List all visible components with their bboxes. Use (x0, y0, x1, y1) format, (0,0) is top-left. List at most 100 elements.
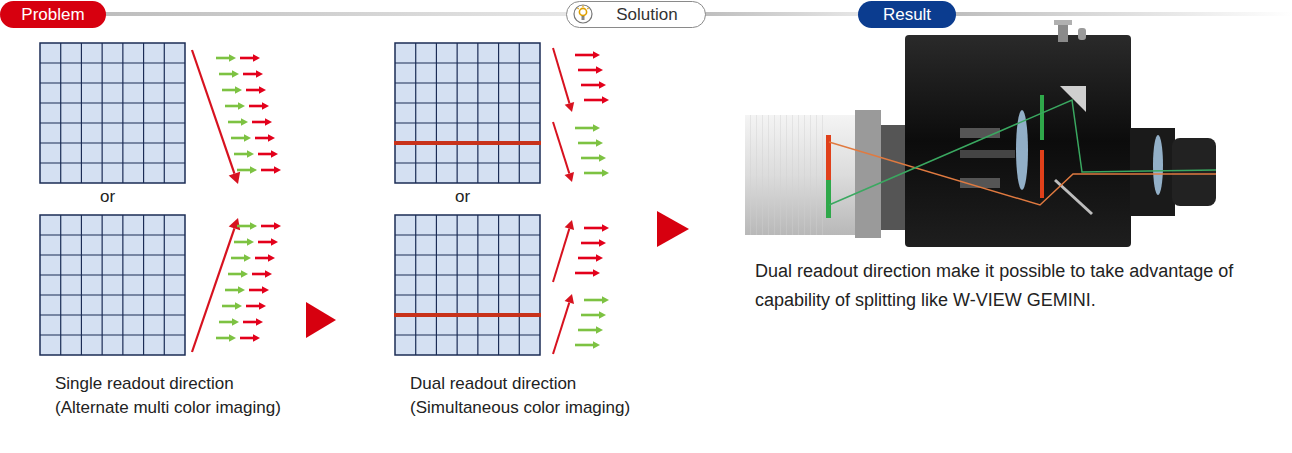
readout-arrow (584, 296, 609, 304)
readout-arrow (578, 139, 603, 147)
grid-line (143, 43, 144, 183)
header-band (950, 12, 1292, 16)
grid-line (395, 122, 540, 123)
grid-line (395, 162, 540, 163)
or-text: or (100, 187, 115, 207)
header-text: Result (883, 5, 931, 25)
header-band (100, 12, 570, 16)
housing-port (1130, 128, 1175, 216)
readout-arrow (246, 86, 266, 94)
header-text: Problem (21, 5, 84, 25)
readout-arrow (192, 50, 240, 184)
readout-arrow (578, 66, 603, 74)
grid-line (40, 142, 185, 143)
grid-background (40, 43, 185, 183)
readout-arrow (581, 154, 606, 162)
readout-arrow (584, 224, 609, 232)
grid-line (102, 43, 103, 183)
readout-arrow (237, 166, 257, 174)
readout-arrow (255, 134, 275, 142)
camera-front (855, 110, 881, 238)
sensor-grid (40, 215, 185, 355)
sensor-grid (394, 43, 541, 183)
grid-line (40, 254, 185, 255)
readout-arrow (219, 318, 239, 326)
grid-line (519, 215, 520, 355)
grid-line (40, 162, 185, 163)
grid-line (164, 215, 165, 355)
readout-arrow (228, 270, 248, 278)
grid-line (40, 294, 185, 295)
readout-arrow (584, 169, 609, 177)
readout-arrow (231, 254, 251, 262)
readout-arrow (581, 239, 606, 247)
grid-line (498, 215, 499, 355)
readout-arrow (553, 220, 574, 282)
grid-line (436, 43, 437, 183)
camera-fins (745, 115, 825, 235)
grid-line (81, 215, 82, 355)
camera-body (745, 115, 857, 235)
grid-line (395, 234, 540, 235)
readout-arrow (216, 54, 236, 62)
readout-arrow (252, 118, 272, 126)
grid-line (40, 82, 185, 83)
result-text: Dual readout direction make it possible … (755, 257, 1265, 315)
grid-line (457, 215, 458, 355)
grid-line (395, 254, 540, 255)
sensor-green-half (826, 180, 831, 218)
readout-arrow (553, 48, 574, 112)
splitter-housing (905, 35, 1131, 247)
grid-line (40, 102, 185, 103)
grid-line (40, 274, 185, 275)
caption-text: Dual readout direction (Simultaneous col… (410, 372, 665, 420)
split-line (394, 313, 541, 317)
flow-pointer (657, 211, 689, 247)
readout-arrow (219, 70, 239, 78)
split-line (394, 141, 541, 145)
or-text: or (455, 187, 470, 207)
problem-header: Problem (0, 1, 106, 28)
readout-arrow (240, 334, 260, 342)
header-text: Solution (616, 5, 677, 25)
grid-line (60, 43, 61, 183)
grid-line (40, 122, 185, 123)
input-nozzle (1172, 138, 1216, 206)
readout-arrow (216, 334, 236, 342)
result-header: Result (858, 1, 956, 28)
readout-arrow (234, 238, 254, 246)
grid-line (40, 62, 185, 63)
grid-line (395, 142, 540, 143)
lens (1153, 135, 1163, 195)
readout-arrow (222, 86, 242, 94)
inner-tube (960, 150, 1015, 158)
flow-pointer (306, 302, 336, 338)
grid-line (81, 43, 82, 183)
grid-line (395, 274, 540, 275)
readout-arrow (261, 166, 281, 174)
grid-line (498, 43, 499, 183)
grid-background (40, 215, 185, 355)
readout-arrow (258, 150, 278, 158)
sensor-grid (40, 43, 185, 183)
bulb-icon (571, 3, 601, 25)
readout-arrow (237, 222, 257, 230)
grid-line (60, 215, 61, 355)
grid-line (122, 215, 123, 355)
red-image (1040, 150, 1044, 198)
readout-arrow (228, 118, 248, 126)
readout-arrow (243, 70, 263, 78)
readout-arrow (578, 326, 603, 334)
header-band (700, 12, 860, 16)
grid-background (395, 43, 540, 183)
grid-line (477, 215, 478, 355)
readout-arrow (243, 318, 263, 326)
grid-line (40, 234, 185, 235)
readout-arrow (553, 122, 574, 182)
grid-line (40, 334, 185, 335)
grid-line (395, 62, 540, 63)
readout-arrow (581, 311, 606, 319)
red-light-path (829, 142, 1216, 205)
green-image (1040, 95, 1044, 140)
readout-arrow (192, 218, 240, 352)
